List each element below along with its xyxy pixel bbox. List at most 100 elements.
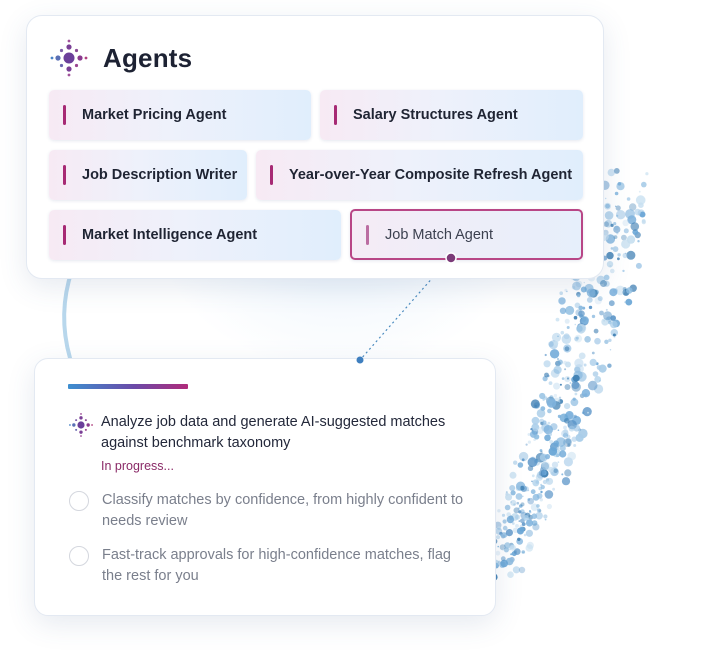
particle-dot [589,358,597,366]
agent-chip-job-match[interactable]: Job Match Agent [350,209,583,260]
particle-dot [612,333,616,337]
particle-dot [558,396,562,399]
particle-dot [527,498,531,501]
agent-chip-salary-structures[interactable]: Salary Structures Agent [320,90,583,140]
particle-dot [527,465,534,471]
particle-dot [569,382,572,384]
particle-dot [570,398,579,407]
task-text: Analyze job data and generate AI-suggest… [101,414,446,451]
particle-dot [622,252,628,259]
particle-dot [543,514,548,519]
agent-chip-market-intelligence[interactable]: Market Intelligence Agent [49,210,341,260]
particle-dot [604,339,609,344]
particle-dot [536,493,543,499]
particle-dot [610,268,615,274]
particle-dot [545,478,550,482]
particle-dot [515,514,521,520]
particle-dot [522,495,524,498]
particle-dot [600,280,607,287]
particle-dot [525,529,534,537]
particle-dot [564,384,571,390]
particle-dot [638,190,641,193]
particle-dot [559,450,567,458]
particle-dot [565,436,568,438]
particle-dot [533,434,540,440]
particle-dot [613,222,617,226]
particle-dot [603,311,613,321]
particle-dot [557,429,560,432]
particle-dot [527,433,531,436]
particle-dot [523,533,527,537]
particle-dot [617,257,620,261]
particle-dot [578,310,585,318]
particle-dot [616,210,626,220]
particle-dot [509,471,517,479]
particle-dot [499,544,506,551]
agent-chip-job-description-writer[interactable]: Job Description Writer [49,150,247,200]
particle-dot [586,288,596,298]
particle-dot [566,290,568,293]
particle-dot [622,269,625,273]
particle-dot [566,377,570,380]
particle-dot [583,363,587,367]
particle-dot [572,281,581,291]
particle-dot [564,469,572,477]
particle-dot [573,414,577,418]
particle-dot [531,520,538,526]
particle-dot [546,503,553,510]
particle-dot [548,341,554,347]
chip-accent-bar [63,165,66,185]
particle-dot [495,535,501,540]
particle-dot [543,360,551,368]
particle-dot [547,408,552,414]
particle-dot [561,334,572,345]
particle-dot [513,503,516,506]
particle-dot [626,235,636,244]
particle-dot [536,426,544,435]
particle-dot [624,252,627,255]
particle-dot [565,305,575,315]
particle-dot [616,182,625,191]
particle-dot [500,533,503,537]
particle-dot [610,223,614,227]
particle-dot [564,376,571,383]
particle-dot [549,349,560,359]
particle-dot [515,524,519,528]
particle-dot [521,458,525,462]
particle-dot [607,168,615,177]
particle-dot [546,398,557,408]
sparkle-dots-icon [50,39,88,77]
particle-dot [534,404,537,408]
particle-dot [555,453,560,458]
particle-dot [561,477,571,486]
particle-dot [544,434,551,442]
particle-dot [545,480,550,485]
particle-dot [505,493,513,501]
task-status: In progress... [101,459,174,473]
particle-dot [555,317,560,322]
particle-dot [606,251,614,260]
particle-dot [577,294,581,298]
particle-dot [505,491,508,494]
particle-dot [556,363,558,366]
particle-dot [624,301,626,304]
particle-dot [536,508,541,513]
agent-chip-market-pricing[interactable]: Market Pricing Agent [49,90,311,140]
particle-dot [605,203,610,209]
particle-dot [564,418,570,424]
agent-chip-yoy-composite-refresh[interactable]: Year-over-Year Composite Refresh Agent [256,150,583,200]
particle-dot [509,544,516,551]
particle-dot [603,221,609,227]
particle-dot [573,444,577,447]
particle-dot [622,219,629,227]
particle-dot [578,352,586,360]
particle-dot [519,526,525,532]
particle-dot [599,380,601,382]
particle-dot [504,504,511,511]
particle-dot [607,363,612,368]
agent-chip-label: Job Description Writer [82,167,238,183]
particle-dot [615,205,621,211]
particle-dot [612,246,619,253]
particle-dot [574,358,584,368]
particle-dot [563,429,569,435]
